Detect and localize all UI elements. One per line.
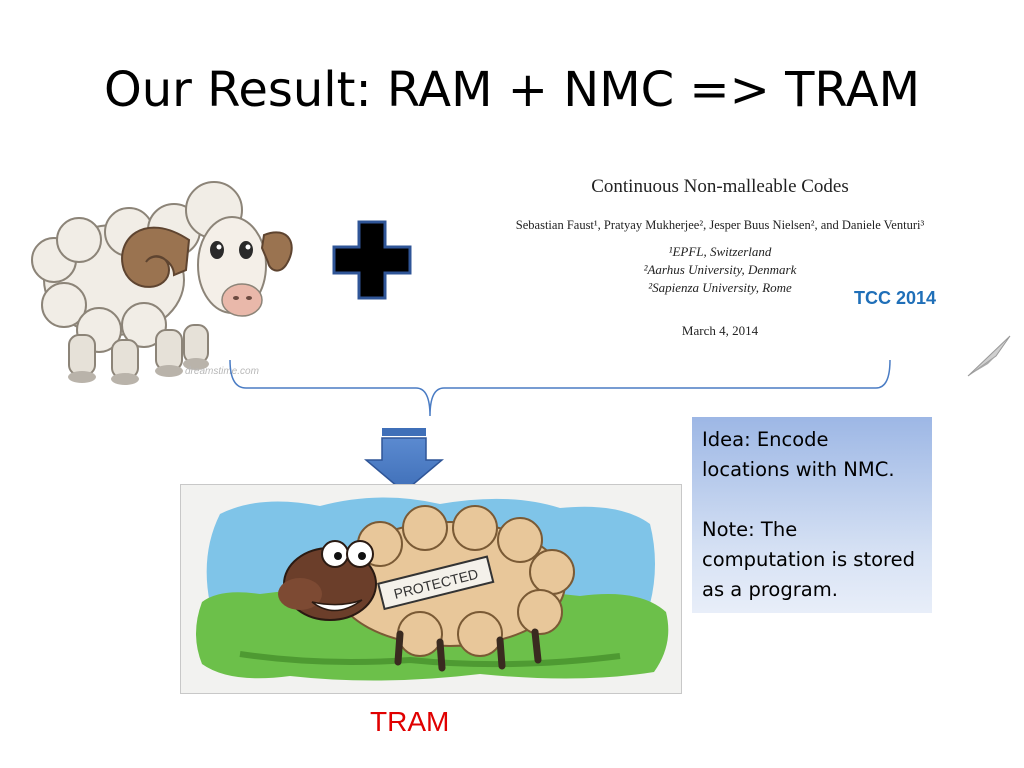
idea-text: Idea: Encode locations with NMC. [702, 428, 895, 481]
tram-label: TRAM [370, 706, 450, 737]
paper-affiliation: ²Aarhus University, Denmark [643, 262, 797, 277]
paper-affiliation: ¹EPFL, Switzerland [668, 244, 772, 259]
idea-callout: Idea: Encode locations with NMC. Note: T… [692, 417, 932, 613]
paper-date: March 4, 2014 [681, 323, 759, 338]
note-text: Note: The computation is stored as a pro… [702, 518, 916, 601]
protected-sheep-illustration: PROTECTED [180, 484, 682, 694]
down-arrow-icon [364, 428, 444, 493]
image-watermark: dreamstime.com [185, 366, 259, 377]
curly-brace [229, 359, 891, 417]
venue-label: TCC 2014 [854, 288, 937, 308]
paper-affiliations: ¹EPFL, Switzerland ²Aarhus University, D… [440, 243, 1000, 297]
paper-title: Continuous Non-malleable Codes [591, 176, 849, 197]
plus-icon [332, 220, 412, 300]
paper-affiliation: ²Sapienza University, Rome [648, 280, 792, 295]
paper-authors: Sebastian Faust¹, Pratyay Mukherjee², Je… [515, 218, 925, 232]
slide-title: Our Result: RAM + NMC => TRAM [103, 62, 921, 118]
page-curl-icon [967, 335, 1011, 377]
paper-excerpt: Continuous Non-malleable Codes Sebastian… [440, 170, 1000, 339]
ram-illustration [31, 181, 293, 385]
